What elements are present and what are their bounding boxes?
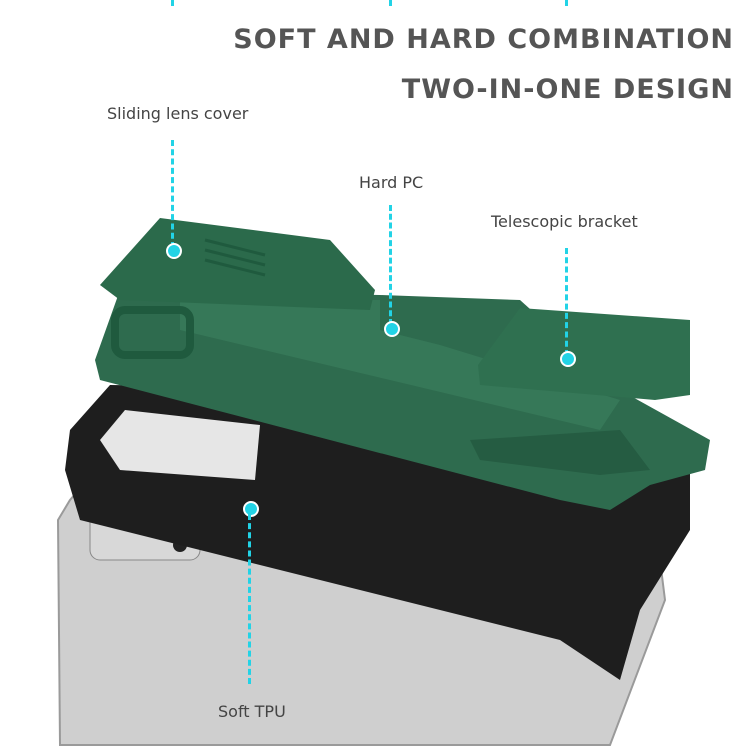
callout-dot [243,501,259,517]
callout-line [565,0,568,6]
callout-dot [560,351,576,367]
hard-pc-highlight [180,300,620,430]
callout-line [171,140,174,248]
bracket-stand [470,430,650,475]
callout-line [389,0,392,6]
label-soft-tpu: Soft TPU [218,702,286,721]
lens-window [111,306,194,359]
callout-line [565,248,568,356]
headline-line-1: SOFT AND HARD COMBINATION [233,24,734,55]
sliding-lens-cover [100,218,375,310]
callout-dot [384,321,400,337]
label-sliding-lens-cover: Sliding lens cover [107,104,249,123]
callout-line [171,0,174,6]
callout-dot [166,243,182,259]
headline-line-2: TWO-IN-ONE DESIGN [401,74,734,105]
callout-line [389,205,392,325]
label-telescopic-bracket: Telescopic bracket [491,212,638,231]
label-hard-pc: Hard PC [359,173,424,192]
tpu-camera-cutout [100,410,260,480]
telescopic-bracket [478,308,690,400]
callout-line [248,514,251,684]
